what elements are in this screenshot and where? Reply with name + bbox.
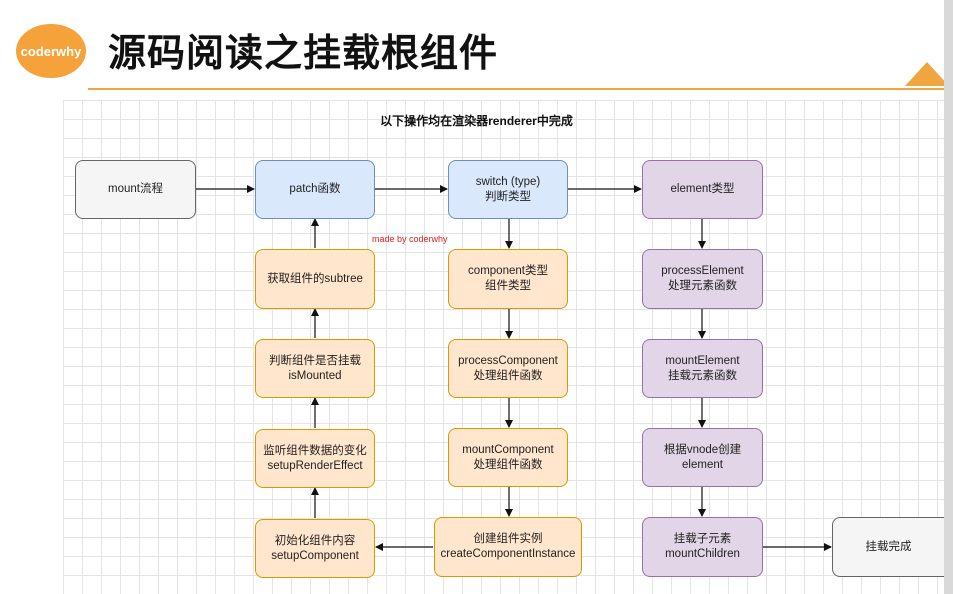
corner-decoration bbox=[905, 62, 949, 86]
node-setup-render-effect: 监听组件数据的变化 setupRenderEffect bbox=[255, 429, 375, 488]
node-line: 处理组件函数 bbox=[473, 458, 543, 471]
node-line: 根据vnode创建 bbox=[663, 443, 742, 456]
node-line: 挂载子元素 bbox=[673, 533, 732, 545]
node-process-element: processElement 处理元素函数 bbox=[642, 249, 763, 309]
window-edge bbox=[944, 0, 953, 594]
node-line: 挂载元素函数 bbox=[668, 369, 737, 382]
node-line: 创建组件实例 bbox=[473, 533, 543, 545]
coderwhy-logo: coderwhy bbox=[16, 24, 86, 78]
node-component-type: component类型 组件类型 bbox=[448, 249, 568, 309]
node-line: switch (type) bbox=[475, 175, 541, 188]
node-mount-flow: mount流程 bbox=[75, 160, 196, 219]
node-line: 处理组件函数 bbox=[473, 369, 543, 382]
node-mount-children: 挂载子元素 mountChildren bbox=[642, 517, 763, 577]
node-element-type: element类型 bbox=[642, 160, 763, 219]
node-line: processElement bbox=[661, 265, 744, 277]
node-setup-component: 初始化组件内容 setupComponent bbox=[255, 519, 375, 578]
node-mount-component: mountComponent 处理组件函数 bbox=[448, 428, 568, 487]
node-line: createComponentInstance bbox=[440, 548, 576, 560]
node-patch: patch函数 bbox=[255, 160, 375, 219]
node-line: isMounted bbox=[288, 369, 342, 382]
node-line: mountComponent bbox=[462, 443, 554, 456]
node-process-component: processComponent 处理组件函数 bbox=[448, 339, 568, 398]
node-get-subtree: 获取组件的subtree bbox=[255, 249, 375, 309]
node-line: 挂载完成 bbox=[865, 540, 912, 553]
node-line: patch函数 bbox=[289, 183, 341, 195]
node-mount-element: mountElement 挂载元素函数 bbox=[642, 339, 763, 398]
node-line: mountChildren bbox=[665, 548, 740, 560]
node-line: 初始化组件内容 bbox=[274, 534, 356, 547]
title-underline bbox=[88, 88, 946, 90]
diagram-heading: 以下操作均在渲染器renderer中完成 bbox=[380, 114, 573, 128]
node-line: element类型 bbox=[670, 183, 735, 195]
node-line: 判断组件是否挂载 bbox=[269, 354, 361, 367]
node-line: mountElement bbox=[665, 354, 740, 367]
node-line: setupRenderEffect bbox=[267, 459, 363, 472]
node-line: element bbox=[682, 458, 723, 471]
node-mount-complete: 挂载完成 bbox=[832, 517, 944, 577]
node-create-component-instance: 创建组件实例 createComponentInstance bbox=[434, 517, 582, 577]
watermark: made by coderwhy bbox=[372, 234, 448, 244]
node-is-mounted: 判断组件是否挂载 isMounted bbox=[255, 339, 375, 398]
node-line: mount流程 bbox=[108, 183, 163, 195]
slide-title: 源码阅读之挂载根组件 bbox=[108, 31, 499, 75]
node-line: 监听组件数据的变化 bbox=[263, 444, 367, 457]
node-line: processComponent bbox=[458, 354, 558, 367]
node-switch-type: switch (type) 判断类型 bbox=[448, 160, 568, 219]
node-line: 处理元素函数 bbox=[668, 280, 737, 292]
node-line: 组件类型 bbox=[485, 280, 531, 292]
node-line: 判断类型 bbox=[485, 190, 531, 203]
node-line: 获取组件的subtree bbox=[267, 272, 363, 285]
node-create-element: 根据vnode创建 element bbox=[642, 428, 763, 487]
node-line: setupComponent bbox=[271, 549, 359, 562]
node-line: component类型 bbox=[468, 265, 548, 277]
